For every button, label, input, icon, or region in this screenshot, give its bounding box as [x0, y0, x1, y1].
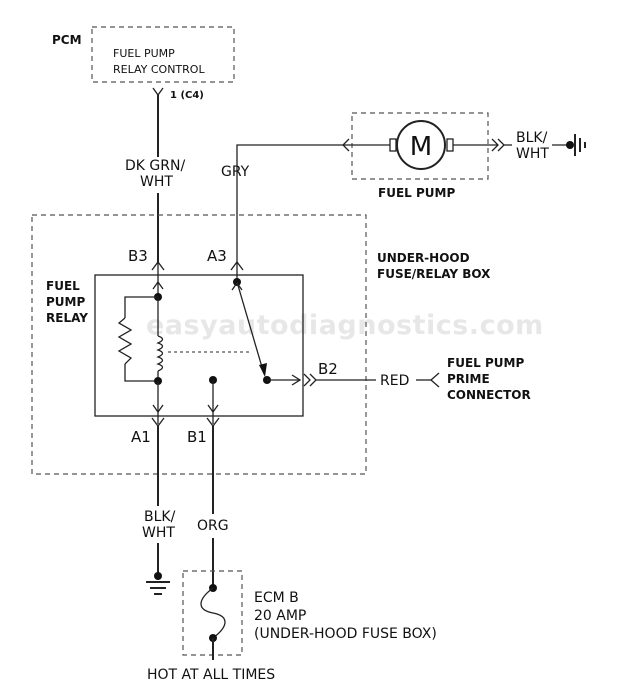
fuse-box-label-line1: UNDER-HOOD	[377, 251, 470, 265]
fuse-box-label-line2: FUSE/RELAY BOX	[377, 267, 491, 281]
ground-icon	[566, 134, 586, 156]
pcm-label-line1: FUEL PUMP	[113, 47, 175, 60]
coil-icon	[156, 335, 164, 372]
wire-label-gry: GRY	[221, 164, 250, 180]
fuel-pump-label: FUEL PUMP	[378, 186, 455, 200]
pin-label-a1: A1	[131, 428, 151, 446]
connector-icon	[303, 373, 317, 387]
motor-symbol: M	[410, 132, 432, 162]
prime-connector-line3: CONNECTOR	[447, 388, 531, 402]
hot-at-all-times-label: HOT AT ALL TIMES	[147, 667, 275, 683]
relay-label-line2: PUMP	[46, 295, 85, 309]
arrow-icon	[152, 404, 164, 414]
pcm-pin-label: 1 (C4)	[170, 90, 204, 101]
ground-icon	[146, 572, 170, 595]
wire-label-blk-bottom-2: WHT	[142, 525, 175, 541]
relay-label-line3: RELAY	[46, 311, 88, 325]
fuse-label-line1: ECM B	[254, 590, 299, 606]
pin-label-b2: B2	[318, 360, 338, 378]
pcm-label-line2: RELAY CONTROL	[113, 63, 205, 76]
connector-icon	[430, 372, 440, 388]
relay-box	[94, 274, 304, 417]
pin-label-b3: B3	[128, 247, 148, 265]
wire-label-blk-top-1: BLK/	[516, 130, 548, 146]
wire-label-org: ORG	[197, 518, 229, 534]
fuse-label-line2: 20 AMP	[254, 608, 306, 624]
fuel-pump-box	[351, 112, 489, 180]
wire-label-dkgrn-2: WHT	[140, 174, 173, 190]
prime-connector-line1: FUEL PUMP	[447, 356, 524, 370]
watermark: easyautodiagnostics.com	[146, 310, 544, 341]
fuse-icon	[200, 584, 226, 642]
connector-icon	[152, 87, 164, 97]
pin-label-a3: A3	[207, 247, 227, 265]
pin-label-b1: B1	[187, 428, 207, 446]
resistor-icon	[117, 317, 133, 365]
wire-label-red: RED	[380, 373, 409, 389]
relay-label-line1: FUEL	[46, 279, 80, 293]
pcm-title: PCM	[52, 33, 82, 47]
fuse-relay-box	[31, 214, 367, 475]
fuse-label-line3: (UNDER-HOOD FUSE BOX)	[254, 626, 437, 642]
arrow-icon	[259, 363, 267, 377]
relay-switch-arm	[236, 281, 265, 375]
wire-label-dkgrn-1: DK GRN/	[125, 158, 185, 174]
arrow-icon	[207, 404, 219, 414]
wire-gry	[236, 144, 345, 262]
wire-label-blk-bottom-1: BLK/	[144, 509, 176, 525]
prime-connector-line2: PRIME	[447, 372, 490, 386]
motor-icon	[389, 120, 454, 170]
arrow-icon	[291, 374, 302, 386]
wire-label-blk-top-2: WHT	[516, 146, 549, 162]
arrow-icon	[152, 280, 164, 290]
